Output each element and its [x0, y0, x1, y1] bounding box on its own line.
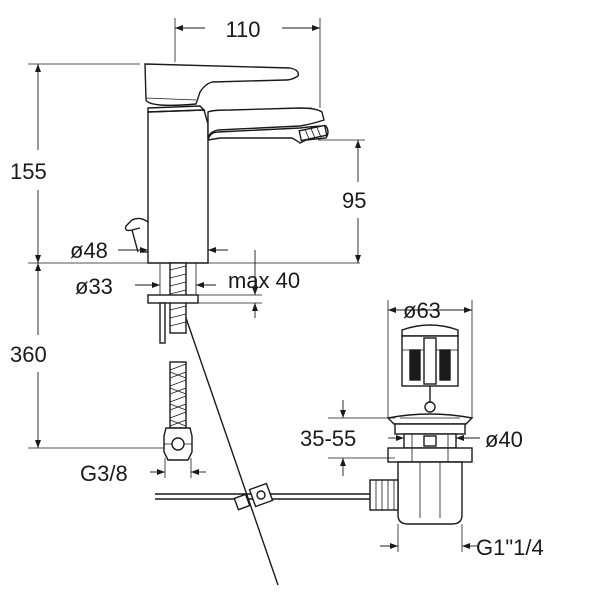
dim-label-dia40: ø40	[485, 427, 523, 452]
dimension-max40: max 40	[198, 250, 300, 318]
dim-label-dia48: ø48	[70, 238, 108, 263]
drain-assembly	[369, 324, 474, 525]
dimension-dia63: ø63	[387, 298, 473, 418]
dimension-95: 95	[318, 139, 366, 263]
dimension-dia48: ø48	[70, 238, 228, 263]
dim-label-360: 360	[10, 342, 47, 367]
dimension-dia40: ø40	[388, 427, 523, 452]
dimension-110: 110	[174, 17, 321, 108]
dim-label-155: 155	[10, 159, 47, 184]
dim-label-g114: G1"1/4	[476, 535, 544, 560]
dimension-155: 155	[10, 63, 360, 264]
popup-linkage	[155, 317, 370, 586]
faucet-body	[124, 63, 329, 264]
dim-label-dia33: ø33	[75, 274, 113, 299]
dim-label-110: 110	[225, 17, 260, 42]
dimension-g114: G1"1/4	[380, 524, 544, 560]
dim-label-dia63: ø63	[403, 298, 441, 323]
flex-hose	[163, 361, 193, 461]
dim-label-35-55: 35-55	[300, 426, 356, 451]
dimension-360: 360	[10, 263, 165, 449]
dimension-dia33: ø33	[75, 274, 216, 299]
dim-label-g38: G3/8	[80, 461, 128, 486]
dimension-35-55: 35-55	[300, 400, 395, 476]
mounting-shank	[147, 262, 199, 344]
dim-label-95: 95	[342, 188, 366, 213]
dimension-g38: G3/8	[80, 458, 206, 486]
dim-label-max40: max 40	[228, 268, 300, 293]
